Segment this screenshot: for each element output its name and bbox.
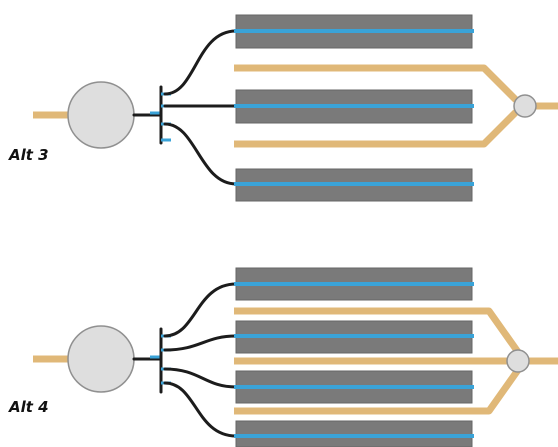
alt-3-mixer [513, 94, 537, 118]
alt-4-feed-wire [163, 282, 238, 338]
alt-3-diagram: Alt 3 [8, 14, 558, 202]
alt-4-label: Alt 4 [8, 398, 49, 416]
alt-4-diagram: Alt 4 [8, 267, 558, 447]
alt-3-main-vessel [67, 81, 135, 149]
alt-3-bypass-line [234, 64, 519, 103]
alt-4-feed-wire [163, 367, 238, 389]
alt-3-feed-wire [163, 122, 238, 186]
alt-3-feed-wire [163, 29, 238, 96]
alt-3-label: Alt 3 [8, 146, 49, 164]
alt-4-bypass-line [234, 307, 521, 355]
alt-4-feed-wire [163, 381, 238, 438]
alt-4-mixer [506, 349, 530, 373]
alt-3-bypass-line [234, 109, 519, 148]
alt-4-bypass-line [234, 367, 521, 415]
alt-4-main-vessel [67, 325, 135, 393]
alt-4-feed-wire [163, 334, 238, 352]
